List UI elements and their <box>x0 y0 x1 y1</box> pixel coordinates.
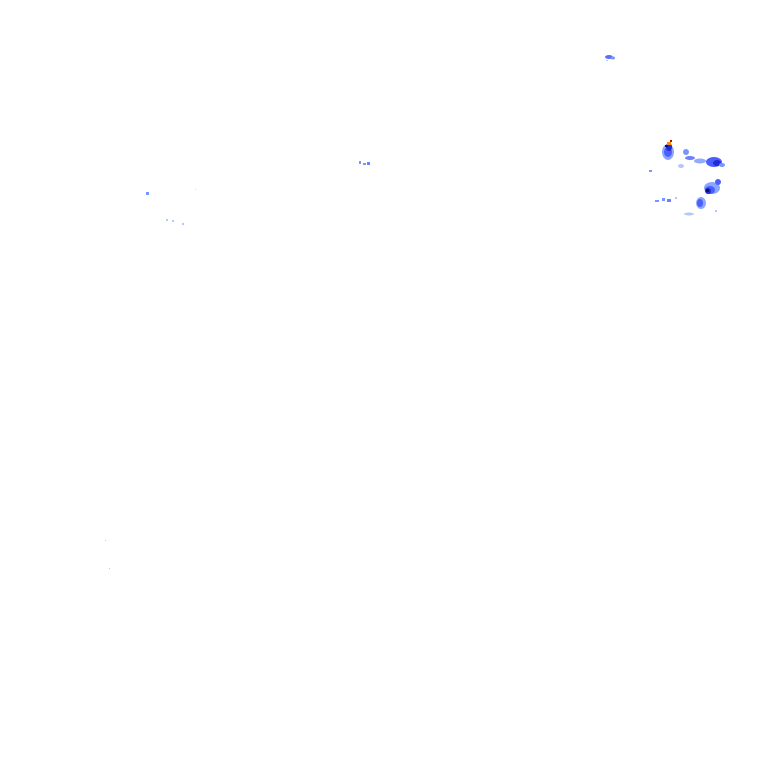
hail-core <box>667 142 671 145</box>
echo-northeast-cluster <box>649 140 725 216</box>
echo-isolated-west <box>146 189 196 225</box>
echo-isolated-center-north <box>359 161 370 165</box>
storm-core <box>706 189 709 192</box>
echo-isolated-southwest <box>105 540 110 569</box>
echo-isolated-north <box>605 55 615 61</box>
